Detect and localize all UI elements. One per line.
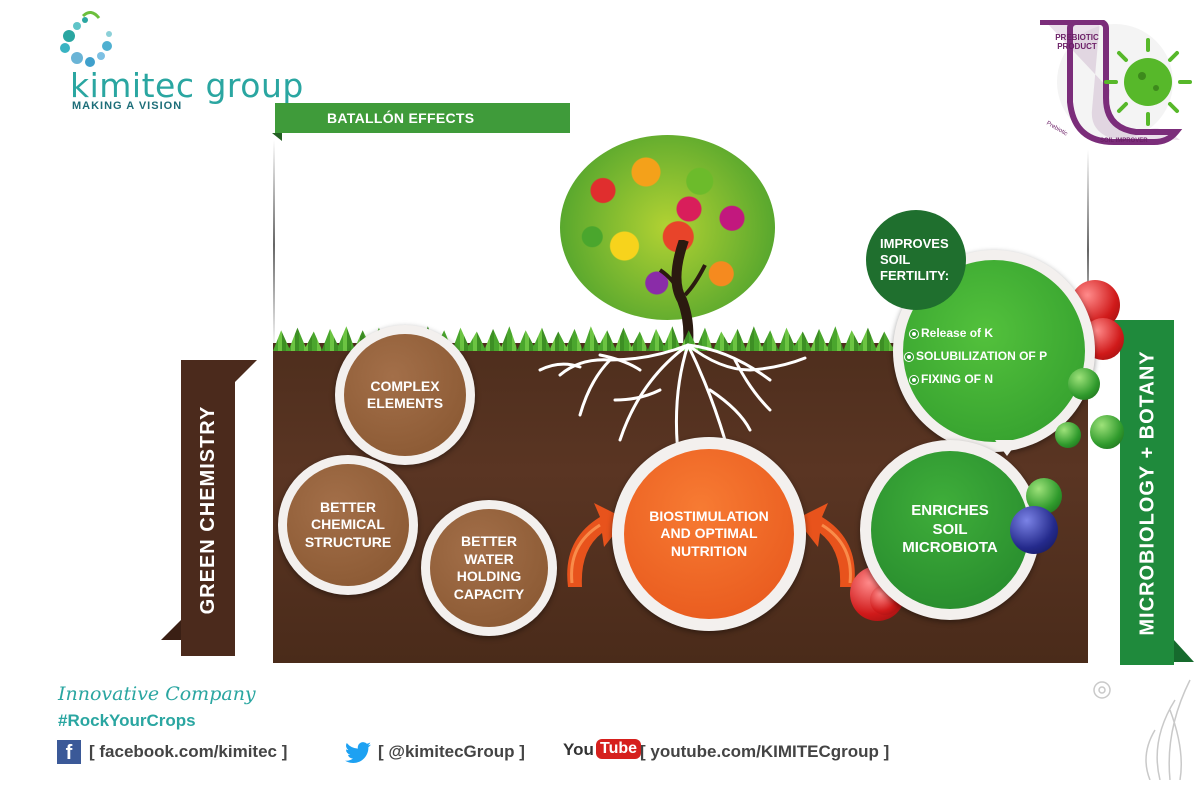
enrich-line-1: ENRICHES	[911, 501, 989, 519]
bio-line-3: NUTRITION	[670, 542, 748, 559]
green-chemistry-label: GREEN CHEMISTRY	[197, 405, 219, 615]
fertility-item: FIXING OF N	[910, 372, 993, 386]
youtube-link[interactable]: [ youtube.com/KIMITECgroup ]	[640, 742, 890, 761]
fertility-item: SOLUBILIZATION OF P	[905, 349, 1047, 363]
bullet-dot-icon	[905, 352, 913, 361]
brand-tagline: MAKING A VISION	[72, 100, 183, 112]
water-line-3: HOLDING	[456, 568, 522, 584]
microbiology-ribbon	[1120, 320, 1174, 665]
fertility-item: Release of K	[910, 326, 993, 340]
water-line-1: BETTER	[461, 533, 517, 549]
bio-line-1: BIOSTIMULATION	[649, 507, 769, 524]
green-chemistry-ribbon	[181, 360, 235, 656]
twitter-icon[interactable]	[345, 742, 371, 764]
plant-sketch-icon	[1093, 679, 1191, 780]
fertility-title-3: FERTILITY:	[880, 268, 950, 284]
green-bubble	[1068, 368, 1100, 400]
fertility-title-1: IMPROVES	[880, 235, 949, 251]
hashtag-text: #RockYourCrops	[58, 711, 196, 730]
curved-arrow-left-icon	[567, 503, 626, 587]
fruit-tree-canopy	[560, 135, 775, 320]
bullet-dot-icon	[910, 375, 918, 384]
bullet-dot-icon	[910, 329, 918, 338]
badge-bottom-text: SOIL IMPROVER	[1100, 138, 1148, 144]
facebook-link[interactable]: [ facebook.com/kimitec ]	[89, 742, 288, 761]
twitter-link[interactable]: [ @kimitecGroup ]	[378, 742, 525, 761]
facebook-icon[interactable]: f	[57, 740, 81, 764]
brand-name: kimitec group	[70, 66, 304, 105]
section-banner-title: BATALLÓN EFFECTS	[327, 110, 475, 126]
innovative-company-text: Innovative Company	[58, 683, 256, 705]
speech-pointer	[995, 440, 1019, 456]
fertility-item-2: SOLUBILIZATION OF P	[916, 349, 1048, 363]
bacteria-icon	[1104, 38, 1192, 126]
frame-line-left	[273, 140, 275, 350]
navy-bubble	[1010, 506, 1058, 554]
green-bubble	[1090, 415, 1124, 449]
fertility-item-3: FIXING OF N	[921, 372, 993, 386]
youtube-logo-tube[interactable]: Tube	[596, 739, 642, 759]
complex-line-2: ELEMENTS	[366, 395, 444, 411]
logo-dots-icon	[60, 11, 112, 67]
water-line-4: CAPACITY	[453, 585, 525, 602]
microbiology-ribbon-fold	[1174, 640, 1194, 662]
complex-line-1: COMPLEX	[370, 377, 440, 394]
fertility-title-2: SOIL	[880, 251, 911, 267]
banner-fold	[272, 133, 282, 141]
chemical-line-2: CHEMICAL	[311, 516, 385, 533]
enrich-line-2: SOIL	[932, 520, 968, 538]
prebiotic-badge	[1040, 20, 1192, 145]
frame-line-right	[1087, 150, 1089, 350]
roots	[538, 343, 807, 472]
enrich-line-3: MICROBIOTA	[902, 539, 998, 557]
curved-arrow-right-icon	[796, 503, 855, 587]
youtube-logo-you[interactable]: You	[563, 740, 594, 759]
badge-top-text: PREBIOTIC PRODUCT	[1055, 33, 1099, 51]
microbiology-label: MICROBIOLOGY + BOTANY	[1136, 350, 1159, 636]
section-banner: BATALLÓN EFFECTS	[275, 103, 570, 133]
green-chemistry-ribbon-tab	[235, 360, 257, 382]
bio-line-2: AND OPTIMAL	[660, 525, 758, 542]
green-bubble	[1055, 422, 1081, 448]
water-line-2: WATER	[464, 550, 514, 567]
chemical-line-1: BETTER	[320, 498, 376, 515]
green-chemistry-ribbon-fold	[161, 620, 181, 640]
chemical-line-3: STRUCTURE	[304, 533, 392, 550]
fertility-item-1: Release of K	[921, 326, 994, 340]
